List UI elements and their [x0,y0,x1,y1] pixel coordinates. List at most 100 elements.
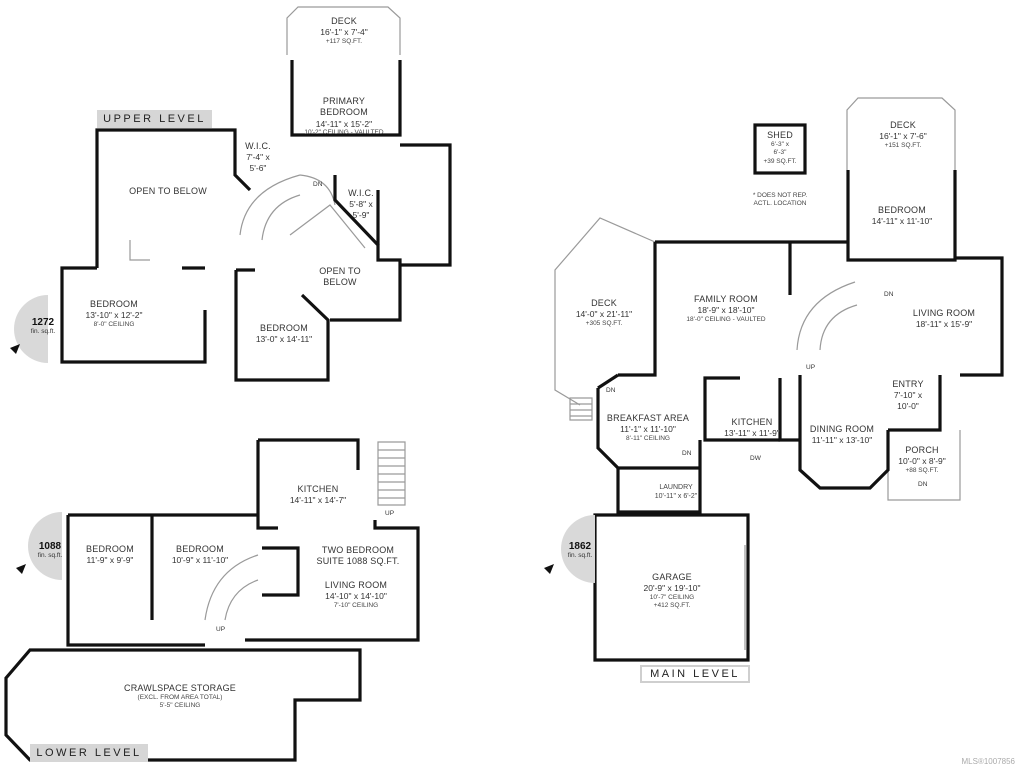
lower-bedroom-1-label: BEDROOM 11'-9" x 9'-9" [86,544,134,566]
room-name: LAUNDRY [659,484,693,491]
suite-label: TWO BEDROOM SUITE 1088 SQ.FT. [317,545,400,568]
room-dims: 10'-9" x 11'-10" [171,555,229,566]
room-dims: 20'-9" x 19'-10" [643,583,701,594]
room-name: KITCHEN [297,484,339,494]
mls-watermark: MLS®1007856 [961,757,1016,766]
lower-bedroom-2-label: BEDROOM 10'-9" x 11'-10" [172,544,228,566]
room-name: DECK [591,298,617,308]
dining-room-label: DINING ROOM 11'-11" x 13'-10" [810,424,874,446]
room-name: LIVING ROOM [912,308,976,318]
area-value: 1272 [31,317,55,328]
room-dims: 14'-10" x 14'-10" [325,591,387,602]
room-name: BEDROOM [90,299,138,309]
lower-stair-up-1: UP [385,510,395,517]
main-deck-top-label: DECK 16'-1" x 7'-6" +151 SQ.FT. [879,120,927,150]
room-dims: 14'-11" x 14'-7" [289,495,347,506]
room-extra: +151 SQ.FT. [884,141,922,149]
room-name: DECK [890,120,916,130]
room-name: FAMILY ROOM [694,294,758,304]
room-extra: 8'-11" CEILING [626,434,670,442]
main-stair-dn-2: DN [606,387,616,394]
thin-lines [129,6,961,650]
primary-bedroom-label: PRIMARY BEDROOM 14'-11" x 15'-2" 10'-2" … [304,96,383,137]
room-extra: 7'-10" CEILING [333,601,379,609]
main-stair-dn-1: DN [884,291,894,298]
laundry-label: LAUNDRY 10'-11" x 6'-2" [655,484,698,502]
suite-line-1: TWO BEDROOM [321,545,395,555]
room-dims: 16'-1" x 7'-6" [879,131,927,142]
room-dims: 14'-11" x 15'-2" [315,118,373,129]
shed-note: * DOES NOT REP. ACTL. LOCATION [753,192,807,208]
room-dims: 7'-10" x [893,390,923,401]
lower-stair-up-2: UP [216,626,226,633]
area-value: 1862 [568,541,592,552]
room-name: DECK [331,16,357,26]
room-extra: 10'-7" CEILING [649,593,695,601]
room-name: BEDROOM [878,205,926,215]
room-dims: 14'-0" x 21'-11" [575,309,633,320]
room-dims: 13'-11" x 11'-9" [724,428,780,439]
room-name: W.I.C. [348,188,374,198]
main-stair-dn-3: DN [682,450,692,457]
main-area-badge: 1862 fin. sq.ft. [567,541,593,559]
main-living-room-label: LIVING ROOM 18'-11" x 15'-9" [913,308,975,330]
area-unit: fin. sq.ft. [37,551,63,559]
room-extra: +117 SQ.FT. [325,37,363,45]
room-dims: 18'-11" x 15'-9" [915,319,973,330]
room-dims: 7'-4" x [246,152,270,163]
room-name: BEDROOM [260,323,308,333]
main-stair-up: UP [806,364,816,371]
main-stair-dn-4: DN [918,481,928,488]
room-dims-2: 10'-0" [897,400,919,411]
room-name: SHED [767,130,793,140]
area-value: 1088 [38,541,62,552]
lower-living-room-label: LIVING ROOM 14'-10" x 14'-10" 7'-10" CEI… [325,580,387,610]
upper-area-badge: 1272 fin. sq.ft. [31,317,56,335]
room-extra: 8'-0" CEILING [93,320,135,328]
main-level-tag: MAIN LEVEL [640,665,750,683]
room-dims: 6'-3" x [771,141,789,149]
room-dims: 14'-11" x 11'-10" [871,216,933,227]
room-dims: 11'-1" x 11'-10" [620,424,676,435]
room-name-2: BELOW [323,277,357,288]
room-name: DINING ROOM [809,424,875,434]
room-extra: (EXCL. FROM AREA TOTAL) [137,694,223,702]
lower-area-badge: 1088 fin. sq.ft. [37,541,63,559]
suite-line-2: SUITE 1088 SQ.FT. [316,556,400,567]
shed-note-line-1: * DOES NOT REP. [752,192,808,199]
room-name: PRIMARY [322,96,366,106]
compass-markers [10,295,595,583]
upper-stair-dn: DN [313,181,323,188]
room-name-2: BEDROOM [320,107,368,118]
lower-kitchen-label: KITCHEN 14'-11" x 14'-7" [290,484,346,506]
dishwasher-label: DW [750,455,761,462]
room-name: BEDROOM [86,544,134,554]
room-name: OPEN TO [319,266,361,276]
main-bedroom-label: BEDROOM 14'-11" x 11'-10" [872,205,932,227]
room-dims: 10'-11" x 6'-2" [654,492,698,500]
crawlspace-label: CRAWLSPACE STORAGE (EXCL. FROM AREA TOTA… [124,683,236,711]
room-extra: +88 SQ.FT. [905,466,939,474]
room-dims: 18'-9" x 18'-10" [697,305,755,316]
upper-wic-2-label: W.I.C. 5'-8" x 5'-9" [348,188,374,221]
upper-bedroom-2-label: BEDROOM 13'-0" x 14'-11" [256,323,312,345]
main-kitchen-label: KITCHEN 13'-11" x 11'-9" [724,417,780,439]
room-name: LIVING ROOM [324,580,388,590]
area-unit: fin. sq.ft. [567,551,593,559]
room-dims: 10'-0" x 8'-9" [898,456,946,467]
family-room-label: FAMILY ROOM 18'-9" x 18'-10" 18'-0" CEIL… [686,294,765,324]
room-name: ENTRY [892,379,924,389]
room-extra: +39 SQ.FT. [763,157,797,165]
garage-label: GARAGE 20'-9" x 19'-10" 10'-7" CEILING +… [643,572,700,610]
shed-label: SHED 6'-3" x 6'-3" +39 SQ.FT. [763,130,796,166]
shed-note-line-2: ACTL. LOCATION [753,200,807,208]
room-name: PORCH [905,445,939,455]
room-dims: 13'-10" x 12'-2" [85,310,143,321]
room-dims-2: 5'-6" [249,162,267,173]
breakfast-area-label: BREAKFAST AREA 11'-1" x 11'-10" 8'-11" C… [607,413,689,443]
room-name: BREAKFAST AREA [606,413,690,423]
room-name: GARAGE [652,572,692,582]
room-extra: 10'-2" CEILING - VAULTED [304,129,384,137]
room-dims: 5'-8" x [349,199,373,210]
